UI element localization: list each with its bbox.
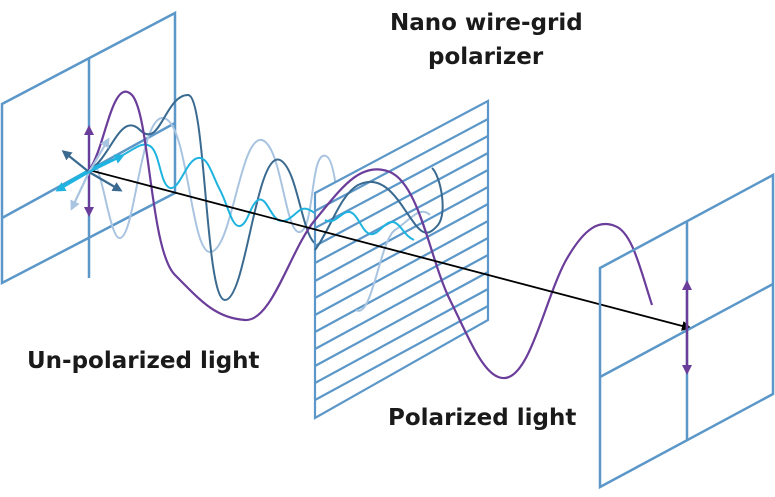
nano-wire-grid-polarizer (313, 99, 490, 420)
unpolarized-light-label: Un-polarized light (27, 348, 260, 374)
propagation-axis (88, 169, 692, 331)
polarized-light-label: Polarized light (388, 405, 577, 431)
polarizer-label-line1: Nano wire-grid (390, 10, 583, 36)
unpolarized-arrows (55, 125, 125, 217)
wave-dark-blue (88, 93, 353, 302)
polarizer-label-line2: polarizer (428, 44, 544, 70)
